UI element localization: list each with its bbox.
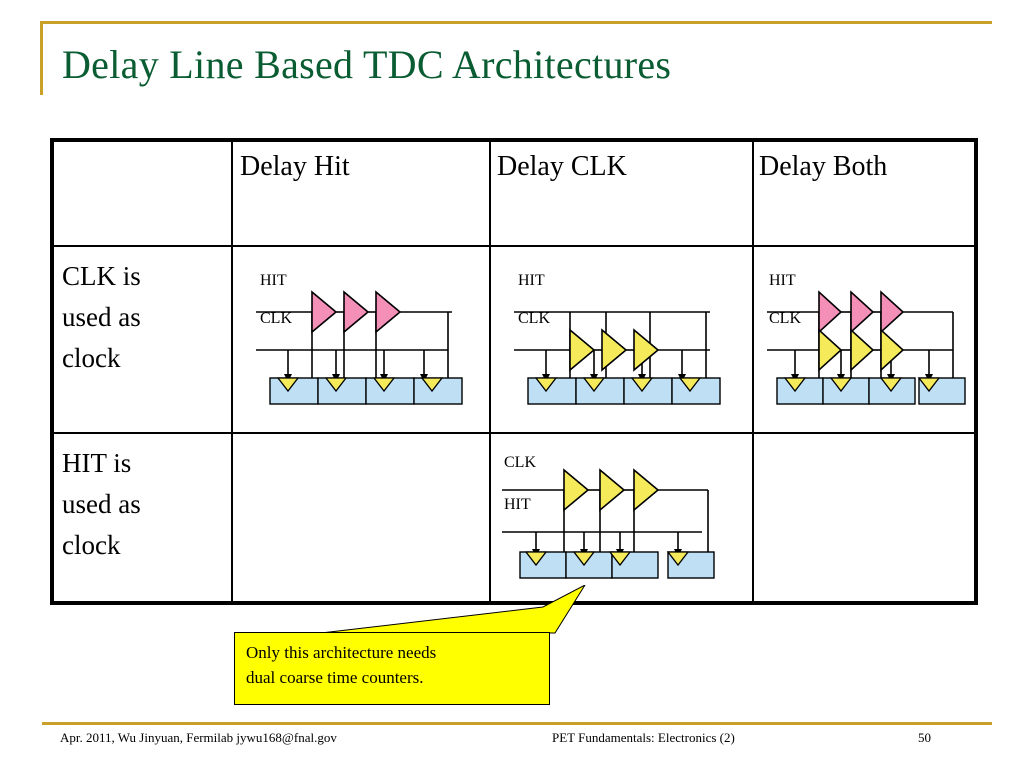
footer-subject: PET Fundamentals: Electronics (2) — [552, 730, 735, 745]
title-top-rule — [40, 21, 992, 24]
signal-label-clk: CLK — [518, 310, 550, 327]
architecture-table — [50, 138, 978, 605]
table-column-divider-2 — [489, 142, 491, 601]
title-left-accent — [40, 21, 43, 95]
diagram-delay-both-clk-clock: HIT CLK — [763, 272, 973, 406]
page-title: Delay Line Based TDC Architectures — [62, 42, 672, 87]
row-header-clk-is-used-as-clock: CLK is used as clock — [62, 261, 141, 373]
table-column-divider-3 — [752, 142, 754, 601]
table-row-divider-1 — [54, 245, 974, 247]
row-header-hit-is-used-as-clock: HIT is used as clock — [62, 448, 141, 560]
callout-line-2: dual coarse time counters. — [246, 668, 424, 687]
diagram-delay-hit-clk-clock: HIT CLK — [252, 272, 467, 406]
footer-page-number: 50 — [918, 730, 931, 745]
callout-line-1: Only this architecture needs — [246, 643, 437, 662]
diagram-delay-clk-hit-clock: CLK HIT — [496, 454, 721, 586]
signal-label-hit: HIT — [518, 272, 545, 289]
column-header-delay-both: Delay Both — [759, 151, 888, 182]
signal-label-clk: CLK — [504, 454, 536, 471]
diagram-delay-clk-clk-clock: HIT CLK — [510, 272, 725, 406]
signal-label-hit: HIT — [769, 272, 796, 289]
footer-rule — [42, 722, 992, 725]
footer-author: Apr. 2011, Wu Jinyuan, Fermilab jywu168@… — [60, 730, 337, 745]
callout-text: Only this architecture needs dual coarse… — [246, 640, 546, 690]
signal-label-hit: HIT — [504, 496, 531, 513]
column-header-delay-clk: Delay CLK — [497, 151, 627, 182]
table-column-divider-1 — [231, 142, 233, 601]
signal-label-clk: CLK — [260, 310, 292, 327]
signal-label-clk: CLK — [769, 310, 801, 327]
table-row-divider-2 — [54, 432, 974, 434]
signal-label-hit: HIT — [260, 272, 287, 289]
callout-box — [234, 632, 550, 705]
column-header-delay-hit: Delay Hit — [240, 151, 350, 182]
